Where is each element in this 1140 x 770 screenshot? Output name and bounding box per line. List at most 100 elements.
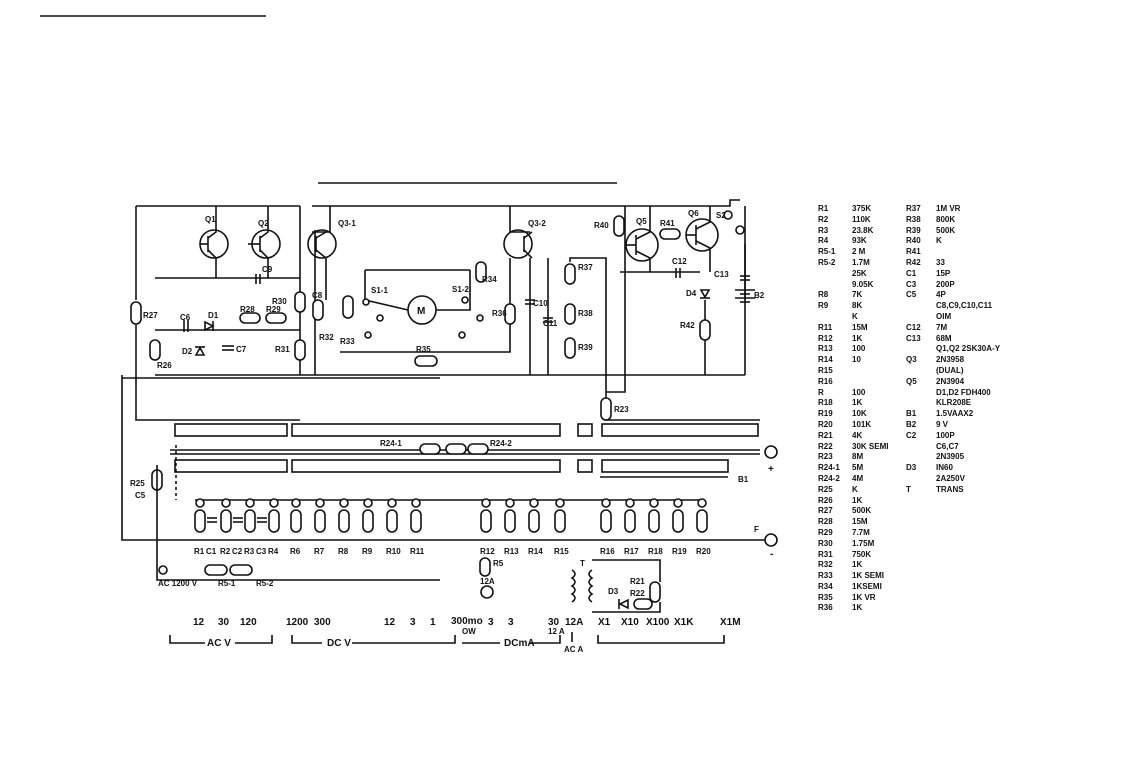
r27-label: R27 <box>143 311 158 320</box>
q1-label: Q1 <box>205 215 216 224</box>
bottom-switch-contact <box>697 498 707 508</box>
r24-2-label: R24-2 <box>490 439 512 448</box>
bottom-resistor <box>528 509 540 533</box>
bottom-resistor <box>194 509 206 533</box>
parts-row: K <box>818 312 908 323</box>
parts-row: R16 <box>818 377 908 388</box>
bottom-row-label: R19 <box>672 547 687 556</box>
bottom-row-label: R10 <box>386 547 401 556</box>
part-ref: D3 <box>906 463 917 473</box>
part-ref: B2 <box>906 419 917 429</box>
dcma-3a: 3 <box>488 617 494 628</box>
parts-row: R15 <box>818 366 908 377</box>
bottom-switch-contact <box>339 498 349 508</box>
part-ref: R4 <box>818 236 829 246</box>
part-ref <box>906 301 936 312</box>
part-value: 2N3905 <box>936 452 965 462</box>
bottom-resistor <box>410 509 422 533</box>
part-value: 1M VR <box>936 204 961 213</box>
part-ref <box>906 366 936 377</box>
part-ref: R20 <box>818 419 833 429</box>
part-value: 1.75M <box>852 538 875 548</box>
part-value: 4K <box>852 430 863 440</box>
bottom-row-label: R8 <box>338 547 349 556</box>
bottom-resistor <box>554 509 566 533</box>
bottom-row-label: R15 <box>554 547 569 556</box>
bottom-resistor <box>696 509 708 533</box>
part-ref: R14 <box>818 355 833 365</box>
part-value: 2N3904 <box>936 376 965 386</box>
aca-label: AC A <box>564 645 583 654</box>
part-value: 800K <box>936 214 956 224</box>
part-value: OIM <box>936 311 952 321</box>
part-value: 9 V <box>936 419 949 429</box>
ohm-x1: X1 <box>598 617 611 628</box>
bottom-switch-contact <box>555 498 565 508</box>
acv-120: 120 <box>240 617 257 628</box>
part-value: 500K <box>852 506 872 516</box>
part-ref: R8 <box>818 290 829 300</box>
r41-label: R41 <box>660 219 675 228</box>
bottom-switch-contact <box>363 498 373 508</box>
bottom-row-label: R11 <box>410 547 425 556</box>
part-ref: R16 <box>818 376 833 386</box>
parts-row: 9.05K <box>818 280 908 291</box>
bottom-row-label: R9 <box>362 547 373 556</box>
parts-row: Q1,Q2 2SK30A-Y <box>906 344 1056 355</box>
part-value: 110K <box>852 214 871 224</box>
q2-transistor: Q2 <box>248 206 281 278</box>
part-ref: T <box>906 484 911 494</box>
bottom-row-label: R6 <box>290 547 301 556</box>
part-value: 33 <box>936 257 945 267</box>
part-ref: R19 <box>818 409 833 419</box>
part-value: 500K <box>936 225 956 235</box>
c5-label: C5 <box>135 491 146 500</box>
part-ref: R31 <box>818 549 833 559</box>
parts-row: KLR208E <box>906 398 1056 409</box>
part-value: 15M <box>852 322 868 332</box>
part-ref: R26 <box>818 495 833 505</box>
bottom-switch-contact <box>387 498 397 508</box>
ac-current-section: R5 12A T R21 R22 F <box>479 525 759 613</box>
ohm-x1k: X1K <box>674 617 694 628</box>
parts-row: R41 <box>906 247 1056 258</box>
acv-30: 30 <box>218 617 230 628</box>
part-ref: R40 <box>906 236 921 246</box>
part-value: 100 <box>852 387 866 397</box>
r26-label: R26 <box>157 361 172 370</box>
part-value: 7.7M <box>852 527 870 537</box>
part-ref: C3 <box>906 279 917 289</box>
part-value: 68M <box>936 333 952 343</box>
part-ref: R24-1 <box>818 463 840 473</box>
part-ref: R11 <box>818 322 833 332</box>
ohm-x10: X10 <box>621 617 639 628</box>
part-ref: R21 <box>818 430 833 440</box>
dcv-label: DC V <box>327 638 351 649</box>
bottom-row-label: C3 <box>256 547 267 556</box>
r40-label: R40 <box>594 221 609 230</box>
bottom-switch-contact <box>601 498 611 508</box>
bottom-switch-contact <box>269 498 279 508</box>
parts-row: C8,C9,C10,C11 <box>906 301 1056 312</box>
q3-2-label: Q3-2 <box>528 219 546 228</box>
range-legend: 12 30 120 AC V 1200 300 12 3 1 DC V 300m… <box>169 616 741 654</box>
bottom-row-label: R13 <box>504 547 519 556</box>
part-value: 4M <box>852 473 864 483</box>
